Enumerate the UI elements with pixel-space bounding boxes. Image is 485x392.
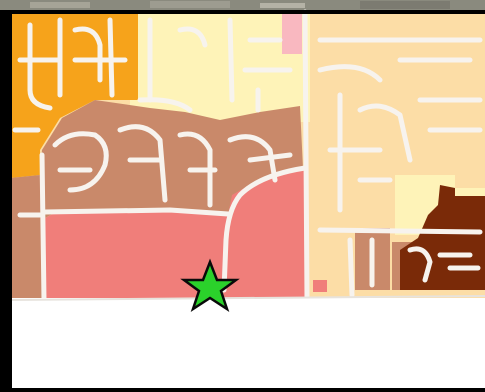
zone-pink-strip [282, 12, 302, 54]
land-use-zones [10, 12, 485, 300]
street-center-vertical [302, 9, 310, 301]
satellite-imagery-strip [0, 0, 485, 12]
zone-small-pink [313, 280, 327, 292]
map-border [0, 10, 485, 392]
zone-orange-residential [10, 12, 138, 178]
bottom-road-area [9, 295, 485, 392]
zone-tan-brown-belt [10, 100, 305, 300]
street-curve-to-star [221, 165, 308, 293]
zone-salmon-commercial [45, 170, 305, 300]
street-mid-horizontal [42, 207, 231, 217]
zone-light-yellow-center [130, 12, 310, 122]
zone-dark-brown [400, 185, 485, 290]
zone-light-yellow-inset [455, 188, 485, 196]
star-marker-icon[interactable] [180, 258, 240, 312]
street-left-vertical [39, 152, 47, 303]
street-network [12, 9, 483, 303]
